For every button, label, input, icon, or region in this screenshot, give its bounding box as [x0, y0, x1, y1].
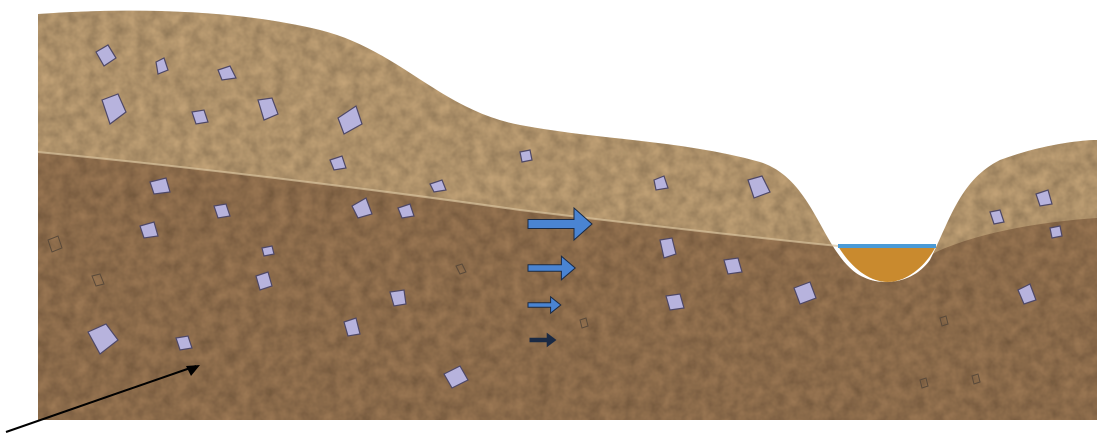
pebble	[520, 150, 532, 162]
pebble	[666, 294, 684, 310]
pebble	[1050, 226, 1062, 238]
pebble	[262, 246, 274, 256]
pebble	[724, 258, 742, 274]
